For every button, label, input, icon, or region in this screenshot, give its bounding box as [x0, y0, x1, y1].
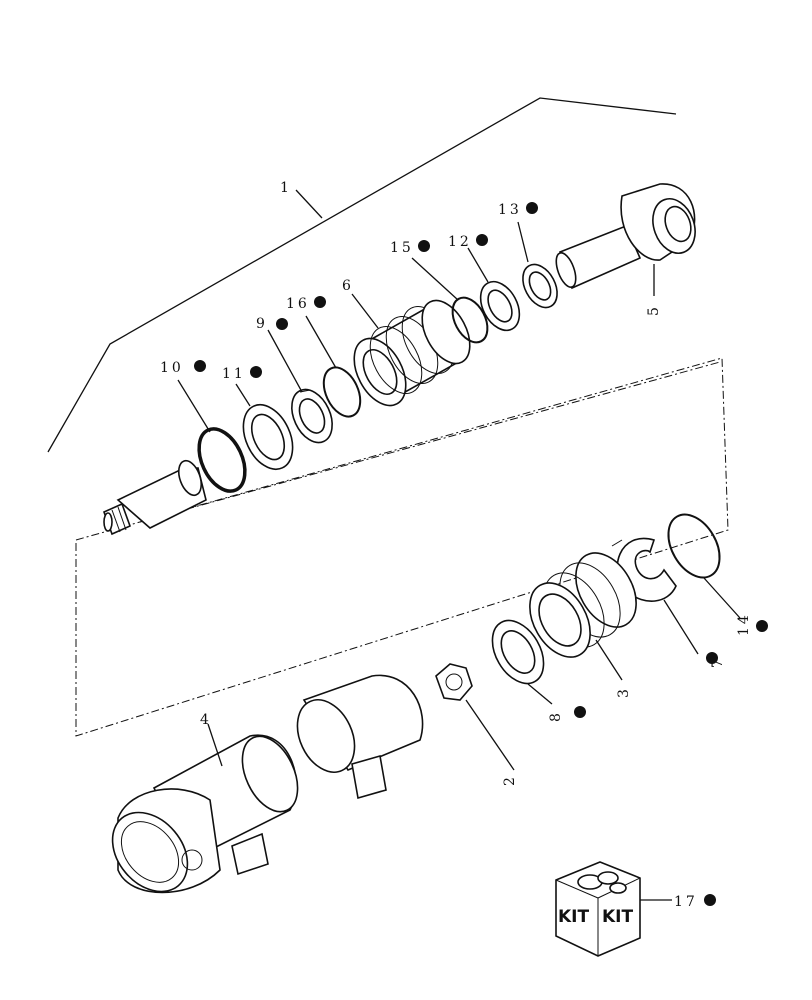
callout-9: 9 — [256, 316, 268, 332]
ring-13 — [522, 263, 558, 309]
ring-14 — [667, 513, 721, 579]
leader-7 — [663, 599, 699, 655]
piston-6 — [353, 299, 471, 407]
leader-3 — [595, 639, 623, 681]
leader-4 — [207, 723, 223, 767]
callout-7: 7 — [710, 656, 726, 668]
leader-2 — [465, 699, 515, 771]
kit-label-right: KIT — [602, 907, 633, 927]
leader-1 — [295, 189, 323, 219]
dot-13 — [526, 202, 538, 214]
piston-3 — [529, 552, 637, 658]
dot-11 — [250, 366, 262, 378]
callout-13: 13 — [498, 202, 522, 218]
piston-rod — [102, 459, 207, 536]
leader-11 — [235, 383, 251, 407]
callout-6: 6 — [342, 278, 354, 294]
dot-14 — [756, 620, 768, 632]
wear-ring-9 — [291, 388, 333, 444]
callout-10: 10 — [160, 360, 184, 376]
ring-8 — [491, 619, 545, 685]
kit-box-17 — [555, 861, 641, 957]
leader-12 — [467, 247, 489, 283]
kit-label-left: KIT — [558, 907, 589, 927]
leader-10 — [177, 379, 211, 433]
leader-6 — [351, 293, 379, 329]
callout-14: 14 — [736, 612, 752, 636]
dot-16 — [314, 296, 326, 308]
ring-16 — [322, 366, 362, 418]
callout-5: 5 — [646, 304, 662, 316]
callout-15: 15 — [390, 240, 414, 256]
callout-4: 4 — [200, 712, 212, 728]
callout-2: 2 — [502, 774, 518, 786]
leader-9 — [267, 329, 303, 393]
dot-7 — [706, 652, 718, 664]
leader-14 — [703, 577, 741, 619]
centerline-box — [75, 357, 729, 737]
callout-17: 17 — [674, 894, 698, 910]
o-ring-10 — [197, 427, 247, 493]
assembly-bracket — [47, 97, 677, 453]
axis-upper — [139, 361, 721, 523]
dot-17 — [704, 894, 716, 906]
dot-8 — [574, 706, 586, 718]
rod-end-5 — [555, 183, 696, 290]
leader-13 — [517, 221, 529, 263]
ring-15 — [451, 296, 489, 344]
dot-12 — [476, 234, 488, 246]
callout-16: 16 — [286, 296, 310, 312]
leader-16 — [305, 315, 337, 369]
callout-12: 12 — [448, 234, 472, 250]
cylinder-tube-4 — [111, 674, 424, 894]
nut-2 — [435, 663, 473, 701]
callout-3: 3 — [616, 686, 632, 698]
callout-11: 11 — [222, 366, 246, 382]
dot-9 — [276, 318, 288, 330]
leader-8 — [527, 683, 553, 705]
callout-1: 1 — [280, 180, 292, 196]
callout-8: 8 — [548, 710, 564, 722]
dot-15 — [418, 240, 430, 252]
ring-11 — [242, 404, 294, 470]
leader-15 — [411, 257, 459, 301]
ring-12 — [479, 280, 521, 332]
dot-10 — [194, 360, 206, 372]
